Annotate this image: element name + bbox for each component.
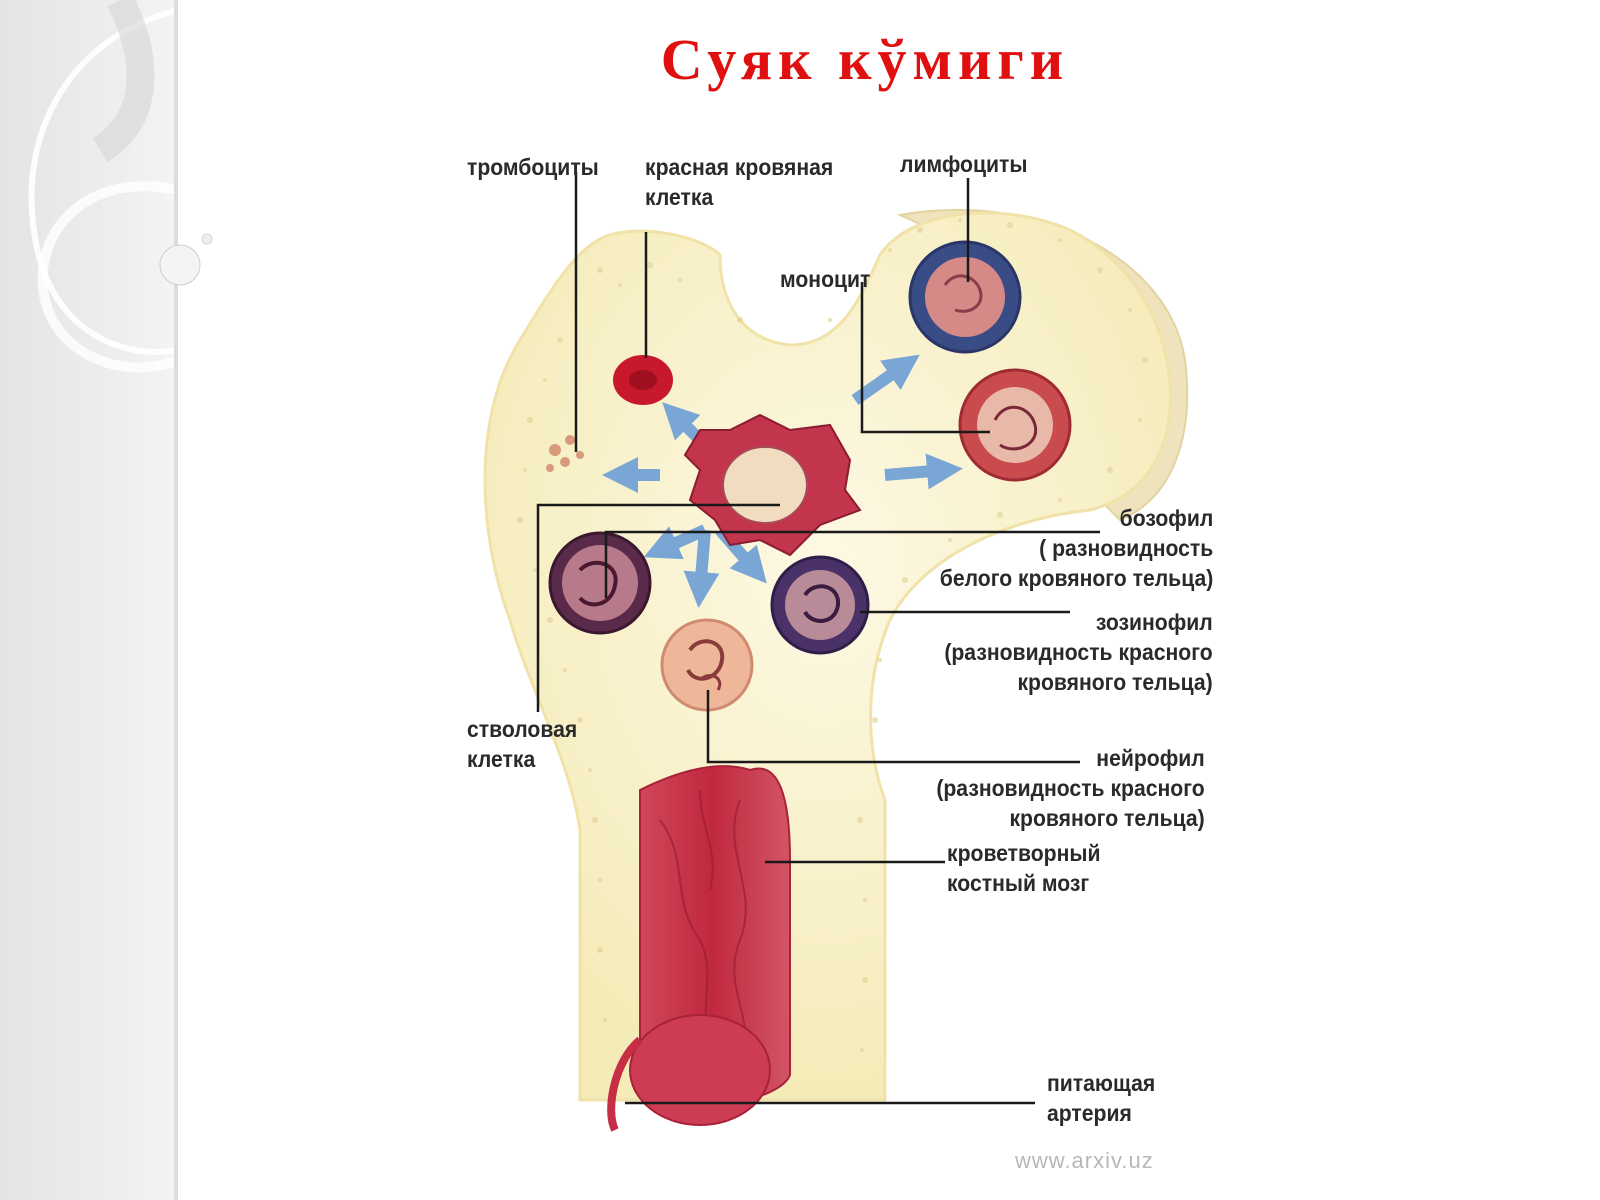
watermark: www.arxiv.uz bbox=[1015, 1148, 1154, 1173]
monocyte-cell bbox=[958, 368, 1072, 482]
sidebar-divider bbox=[174, 0, 178, 1200]
sidebar-swirl-graphic bbox=[28, 0, 178, 373]
label-eosinophil: зозинофил (разновидность красного кровян… bbox=[944, 609, 1213, 695]
label-lymphocytes: лимфоциты bbox=[900, 151, 1028, 177]
spongy-bone-texture bbox=[517, 218, 1148, 1052]
label-red-blood-cell: красная кровяная клетка bbox=[645, 154, 834, 210]
label-nutrient-artery: питающая артерия bbox=[1047, 1070, 1156, 1126]
thrombocytes-cluster bbox=[546, 435, 584, 472]
label-thrombocytes: тромбоциты bbox=[467, 154, 599, 180]
lymphocyte-cell bbox=[908, 240, 1022, 354]
page-title: Суяк кўмиги bbox=[660, 27, 1070, 92]
sidebar-bead-graphic bbox=[159, 233, 213, 286]
basophil-cell bbox=[548, 531, 652, 635]
label-neutrophil: нейрофил (разновидность красного кровяно… bbox=[936, 745, 1205, 831]
red-blood-cell bbox=[613, 355, 673, 405]
label-hematopoietic-marrow: кроветворный костный мозг bbox=[947, 840, 1101, 896]
marrow-bulb bbox=[629, 1014, 771, 1126]
neutrophil-cell bbox=[660, 618, 754, 712]
leader-lines bbox=[536, 172, 1100, 1105]
label-monocyte: моноцит bbox=[780, 266, 871, 292]
decorative-sidebar bbox=[0, 0, 178, 1200]
label-stem-cell: стволовая клетка bbox=[467, 716, 578, 772]
nutrient-artery-vessel bbox=[607, 1036, 643, 1132]
eosinophil-cell bbox=[770, 555, 870, 655]
label-basophil: бозофил ( разновидность белого кровяного… bbox=[939, 505, 1213, 591]
